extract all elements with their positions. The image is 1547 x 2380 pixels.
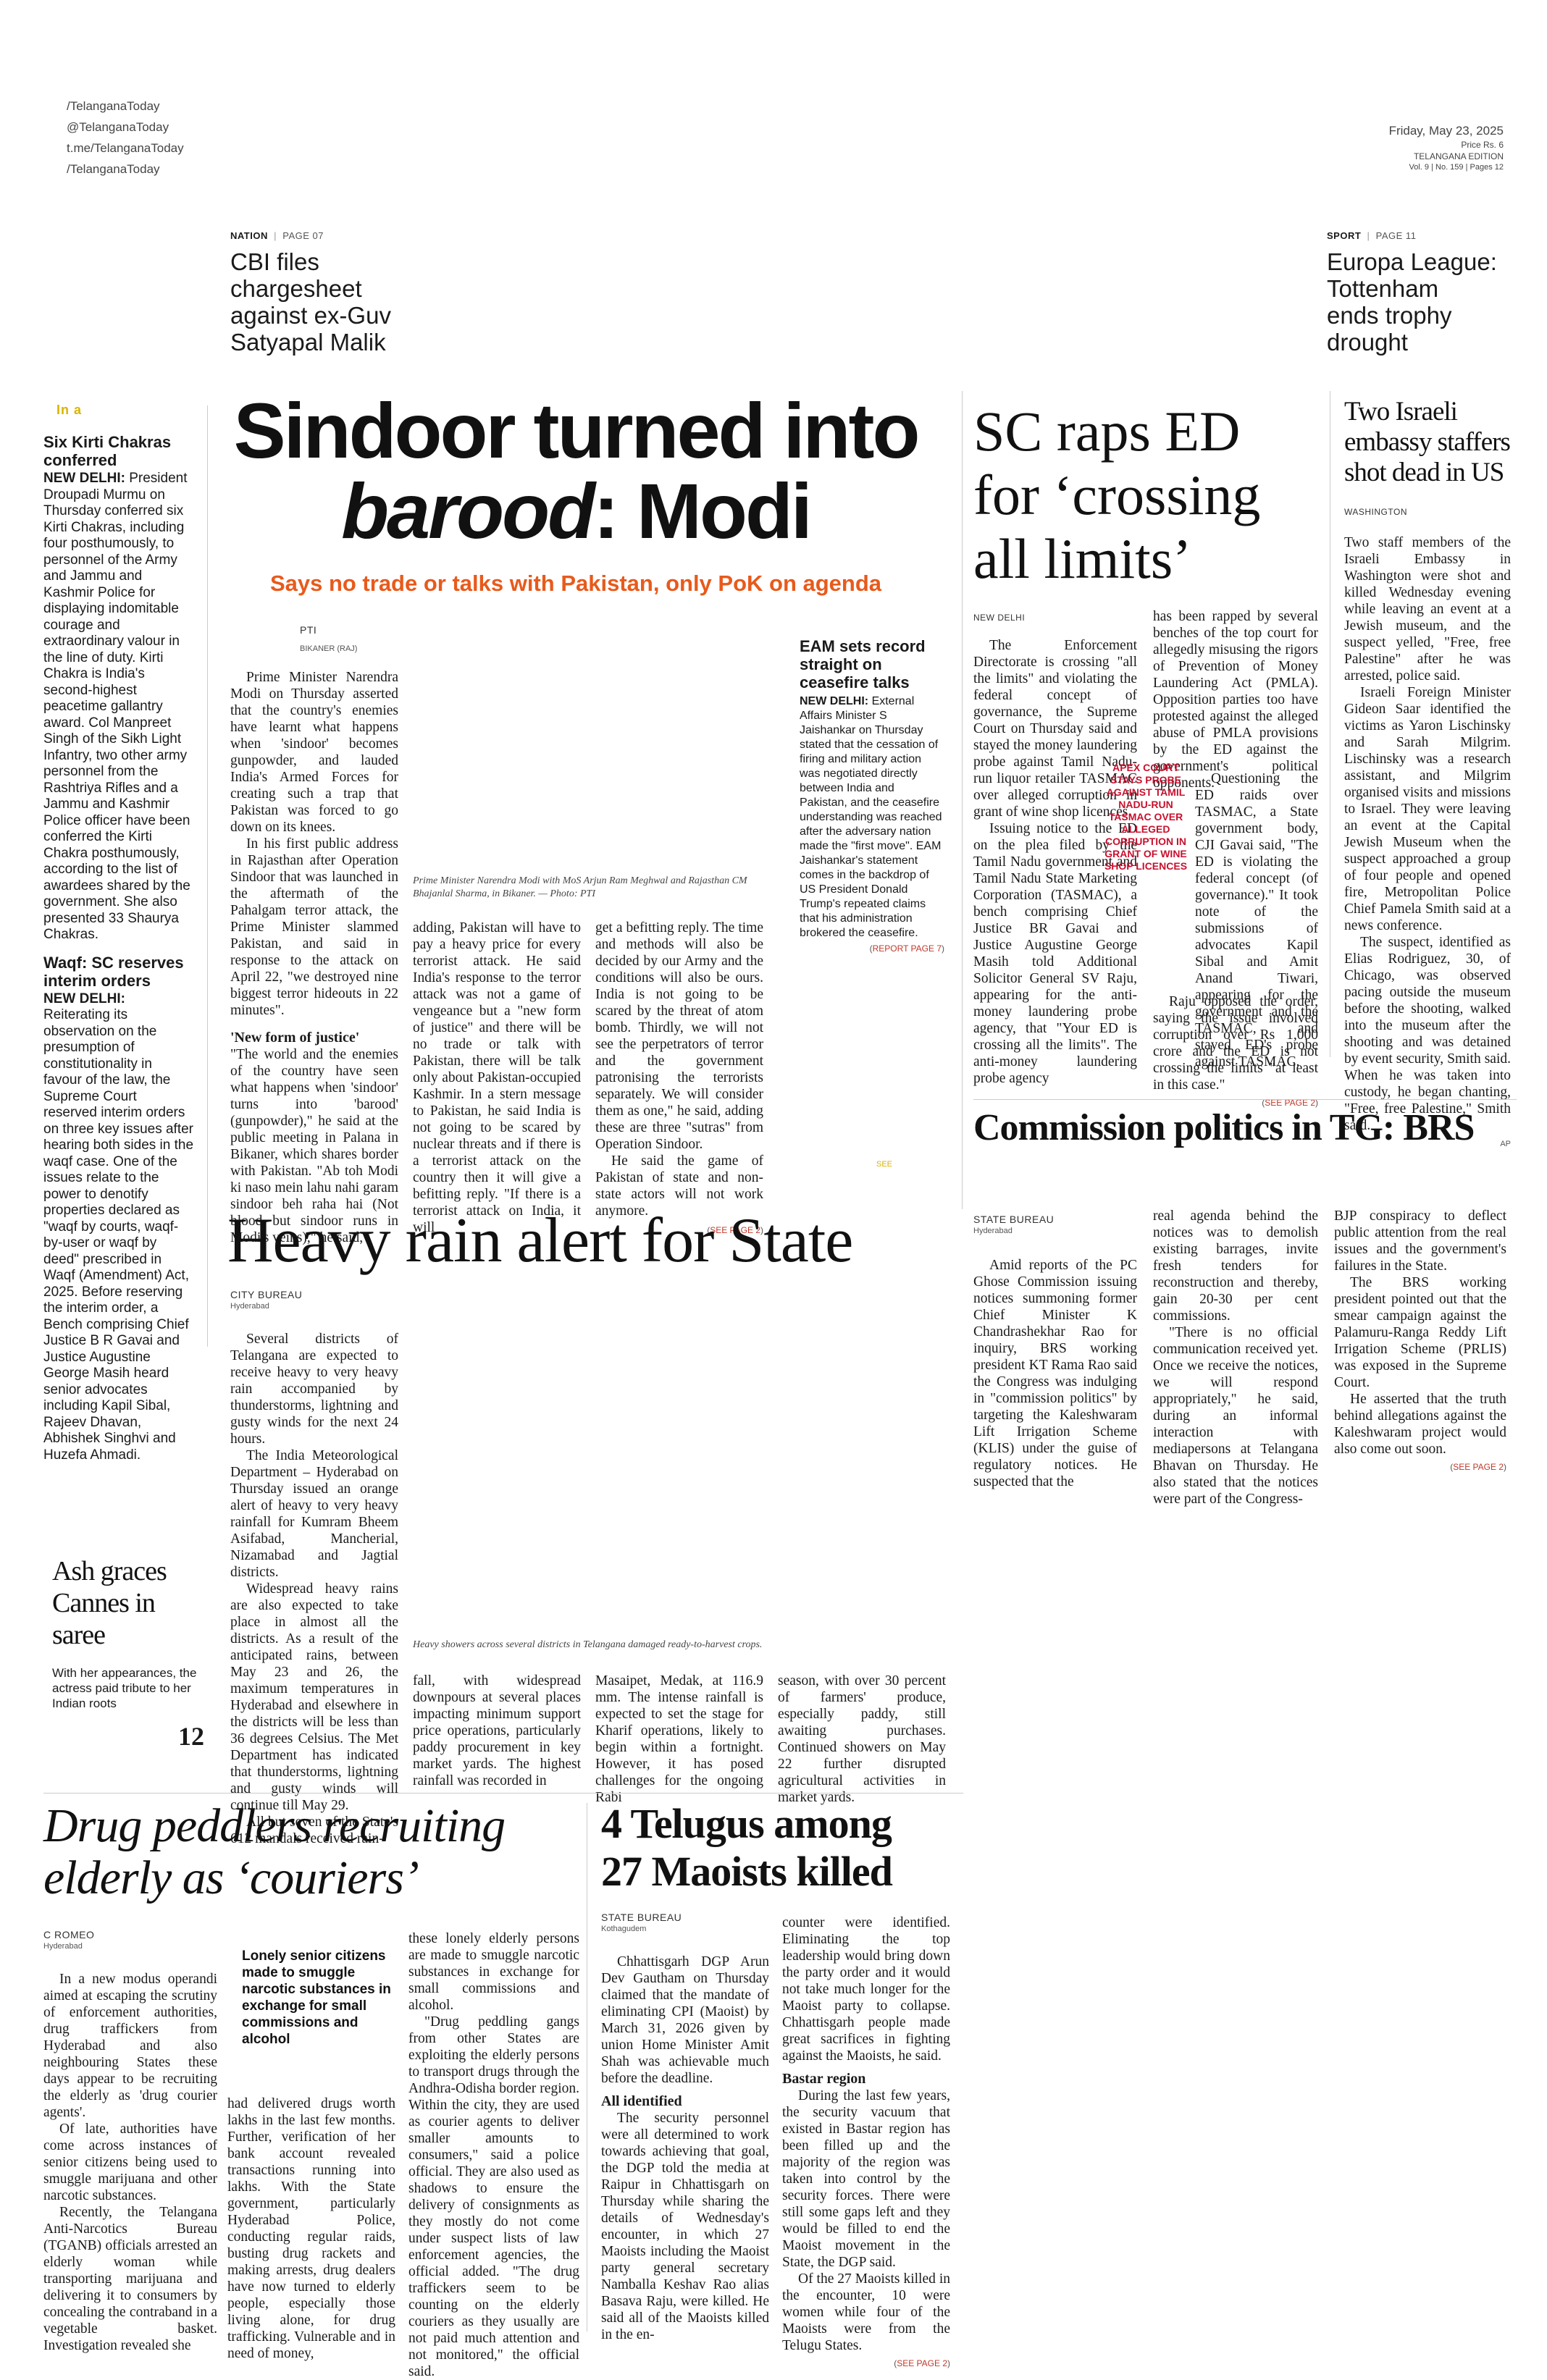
section-rule [43,1793,963,1794]
eam-title: EAM sets record straight on ceasefire ta… [800,637,926,691]
rain-headline[interactable]: Heavy rain alert for State [227,1206,853,1276]
masthead-date: Friday, May 23, 2025 [1388,124,1504,138]
teaser-headline: CBI files chargesheet against ex-Guv Sat… [230,248,391,356]
maoists-subhead: All identified [601,2093,682,2109]
eam-see-page[interactable]: (REPORT PAGE 7) [869,943,944,954]
maoists-subhead: Bastar region [782,2071,866,2087]
rain-col2: fall, with widespread downpours at sever… [413,1673,581,1788]
teaser-page: PAGE 07 [282,230,324,241]
section-rule [973,1099,1517,1100]
commission-headline[interactable]: Commission politics in TG: BRS [973,1107,1475,1148]
maoists-byline: STATE BUREAU [601,1912,682,1923]
sc-col2: has been rapped by several benches of th… [1153,609,1318,791]
brief-title: Six Kirti Chakras conferred [43,433,172,469]
drug-headline[interactable]: Drug peddlers recruiting elderly as ‘cou… [43,1799,506,1904]
maoists-col2: counter were identified. Eliminating the… [782,1915,950,2368]
maoists-col1: Chhattisgarh DGP Arun Dev Gautham on Thu… [601,1954,769,2342]
column-rule [962,391,963,1209]
ash-teaser[interactable]: Ash graces Cannes in saree With her appe… [52,1555,204,1752]
lead-col1: Prime Minister Narendra Modi on Thursday… [230,670,398,1245]
sc-col2c: Raju opposed the order, saying the issue… [1153,994,1318,1108]
maoists-byline-block: STATE BUREAU Kothagudem [601,1912,682,1933]
rain-byline: CITY BUREAU [230,1289,303,1300]
teaser-nation[interactable]: NATION | PAGE 07 CBI files chargesheet a… [230,230,462,356]
maoists-headline[interactable]: 4 Telugus among 27 Maoists killed [601,1800,893,1895]
brief-item[interactable]: Six Kirti Chakras conferred NEW DELHI: P… [43,433,194,943]
ash-headline: Ash graces Cannes in saree [52,1556,167,1650]
masthead-price: Price Rs. 6 [1461,140,1504,150]
commission-col3: BJP conspiracy to deflect public attenti… [1334,1208,1506,1472]
commission-see-page[interactable]: (SEE PAGE 2) [1450,1462,1506,1472]
lead-photo-caption: Prime Minister Narendra Modi with MoS Ar… [413,875,747,899]
teaser-page: PAGE 11 [1375,230,1417,241]
israel-headline[interactable]: Two Israeli embassy staffers shot dead i… [1344,397,1511,487]
lead-byline-block: PTI BIKANER (RAJ) [300,624,357,653]
brief-text: NEW DELHI: President Droupadi Murmu on T… [43,471,190,942]
maoists-dateline: Kothagudem [601,1925,647,1933]
lead-see-page[interactable]: (SEE PAGE 2) [707,1225,763,1235]
masthead-social: /TelanganaToday @TelanganaToday t.me/Tel… [67,96,184,180]
sc-col2b: Questioning the ED raids over TASMAC, a … [1195,771,1318,1069]
lead-subhead: 'New form of justice' [230,1030,360,1046]
lead-deck: Says no trade or talks with Pakistan, on… [269,571,882,596]
lead-headline-line1: Sindoor turned into [233,387,921,474]
drug-col1: In a new modus operandi aimed at escapin… [43,1972,217,2353]
israel-credit: AP [1500,1140,1511,1148]
rain-dateline: Hyderabad [230,1302,269,1311]
stray-see-label: SEE [876,1160,893,1169]
sc-pullquote: APEX COURT STAYS PROBE AGAINST TAMIL NAD… [1104,762,1188,872]
israel-dateline: WASHINGTON [1344,507,1408,517]
masthead-info: Friday, May 23, 2025 Price Rs. 6 TELANGA… [1389,123,1504,173]
lead-byline: PTI [300,624,317,636]
drug-col3: these lonely elderly persons are made to… [408,1931,579,2379]
israel-body: Two staff members of the Israeli Embassy… [1344,535,1511,1148]
drug-dateline: Hyderabad [43,1942,83,1951]
masthead-volume: Vol. 9 | No. 159 | Pages 12 [1409,163,1504,172]
briefs-column: Six Kirti Chakras conferred NEW DELHI: P… [43,433,194,1463]
brief-text: NEW DELHI: Reiterating its observation o… [43,991,194,1463]
teaser-section: NATION [230,230,268,241]
lead-headline-italic: barood [341,467,595,555]
rain-col1: Several districts of Telangana are expec… [230,1332,398,1846]
brief-item[interactable]: Waqf: SC reserves interim orders NEW DEL… [43,954,194,1464]
social-telegram[interactable]: t.me/TelanganaToday [67,141,184,155]
rain-col3: Masaipet, Medak, at 116.9 mm. The intens… [595,1673,763,1805]
masthead-edition: TELANGANA EDITION [1413,151,1504,161]
commission-byline: STATE BUREAU [973,1214,1055,1225]
sc-dateline: NEW DELHI [973,613,1026,623]
commission-dateline: Hyderabad [973,1227,1013,1235]
ash-text: With her appearances, the actress paid t… [52,1666,197,1710]
drug-col2: had delivered drugs worth lakhs in the l… [227,2096,395,2361]
drug-byline: C ROMEO [43,1929,95,1940]
teaser-headline: Europa League: Tottenham ends trophy dro… [1327,248,1497,356]
social-instagram[interactable]: /TelanganaToday [67,162,160,176]
rain-photo-caption: Heavy showers across several districts i… [413,1639,763,1650]
column-rule [207,405,208,1347]
sc-col1: The Enforcement Directorate is crossing … [973,638,1137,1086]
social-facebook[interactable]: /TelanganaToday [67,99,160,113]
lead-headline-rest: : Modi [593,467,813,555]
lead-headline[interactable]: Sindoor turned into barood: Modi [217,391,934,552]
eam-box[interactable]: EAM sets record straight on ceasefire ta… [800,637,944,955]
drug-pullquote: Lonely senior citizens made to smuggle n… [242,1948,391,2047]
drug-byline-block: C ROMEO Hyderabad [43,1929,94,1951]
brief-title: Waqf: SC reserves interim orders [43,953,184,990]
sc-see-page[interactable]: (SEE PAGE 2) [1262,1098,1318,1108]
lead-col2: adding, Pakistan will have to pay a heav… [413,920,581,1235]
rain-col4: season, with over 30 percent of farmers'… [778,1673,946,1805]
sc-headline[interactable]: SC raps ED for ‘crossing all limits’ [973,400,1261,590]
eam-text: NEW DELHI: External Affairs Minister S J… [800,695,942,939]
commission-byline-block: STATE BUREAU Hyderabad [973,1214,1054,1235]
maoists-see-page[interactable]: (SEE PAGE 2) [894,2358,950,2368]
social-twitter[interactable]: @TelanganaToday [67,120,169,134]
rain-byline-block: CITY BUREAU Hyderabad [230,1289,302,1311]
briefs-tag: In a [56,403,83,417]
teaser-section: SPORT [1327,230,1362,241]
ash-page-number: 12 [178,1722,204,1751]
commission-col2: real agenda behind the notices was to de… [1153,1208,1318,1507]
commission-col1: Amid reports of the PC Ghose Commission … [973,1258,1137,1489]
lead-col3: get a befitting reply. The time and meth… [595,920,763,1235]
teaser-sport[interactable]: SPORT | PAGE 11 Europa League: Tottenham… [1327,230,1515,356]
lead-dateline: BIKANER (RAJ) [300,644,358,653]
